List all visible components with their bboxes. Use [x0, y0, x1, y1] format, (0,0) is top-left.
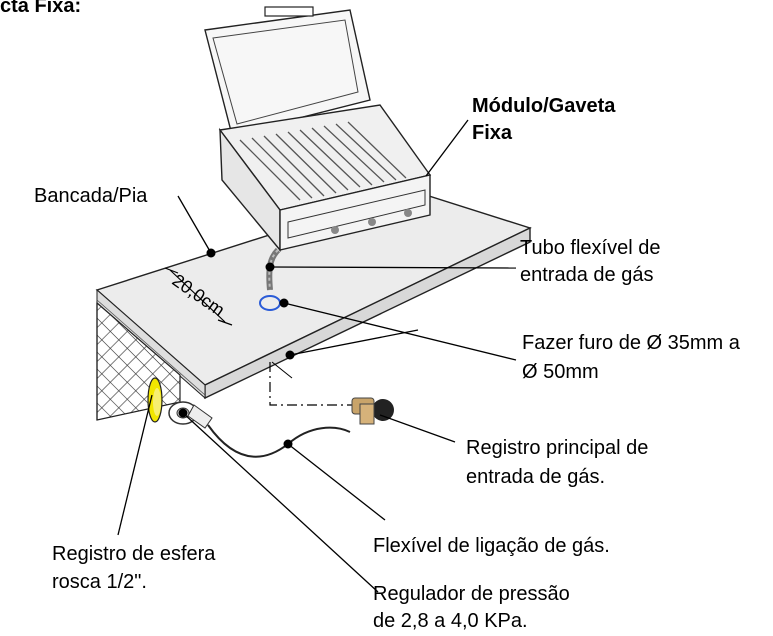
label-bancada: Bancada/Pia — [34, 185, 148, 207]
label-registro-principal-line1: Registro principal de — [466, 437, 649, 459]
leader-lines — [117, 119, 517, 593]
label-tubo-line2: entrada de gás — [520, 264, 654, 286]
dimension-line — [164, 267, 233, 326]
label-regulador-line1: Regulador de pressão — [373, 583, 570, 605]
ball-valve — [147, 377, 163, 423]
label-registro-principal-line2: entrada de gás. — [466, 466, 605, 488]
label-regulador-line2: de 2,8 a 4,0 KPa. — [373, 610, 528, 632]
grill-grates — [239, 121, 407, 201]
label-modulo-line1: Módulo/Gaveta — [472, 95, 616, 117]
label-flexivel: Flexível de ligação de gás. — [373, 535, 610, 557]
header-fragment: cta Fixa: — [0, 0, 82, 17]
pressure-regulator — [168, 401, 213, 429]
connection-hose — [207, 424, 351, 458]
grill-module — [204, 6, 432, 252]
label-modulo-line2: Fixa — [472, 122, 513, 144]
main-valve — [351, 397, 394, 425]
label-registro-esfera-line1: Registro de esfera — [52, 543, 216, 565]
label-furo-line1: Fazer furo de Ø 35mm a — [522, 332, 740, 354]
label-furo-line2: Ø 50mm — [522, 361, 599, 383]
leader-dots — [178, 248, 295, 449]
label-tubo-line1: Tubo flexível de — [520, 237, 661, 259]
label-registro-esfera-line2: rosca 1/2". — [52, 571, 147, 593]
gas-path — [269, 362, 352, 406]
